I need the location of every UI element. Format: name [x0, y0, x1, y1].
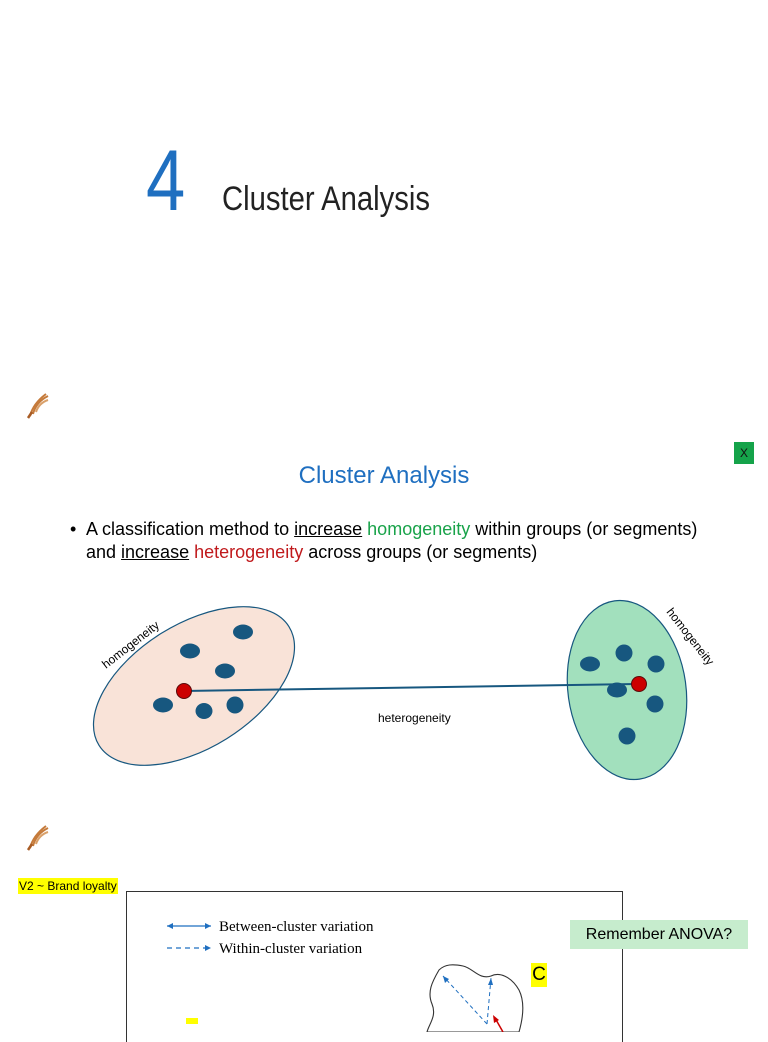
cluster-diagram: homogeneity homogeneity heterogeneity [92, 599, 717, 781]
slide-title: Cluster Analysis [298, 462, 470, 489]
bullet-text-part: A classification method to [86, 519, 295, 539]
legend-between-label: Between-cluster variation [219, 919, 374, 935]
left-cluster-points [153, 624, 253, 719]
bullet-text-part: within groups (or segments) and [86, 519, 698, 562]
legend-within-label: Within-cluster variation [219, 941, 363, 957]
remember-anova-note: Remember ANOVA? [570, 920, 748, 949]
left-cluster-ellipse [92, 606, 296, 766]
pen-annotation-icon[interactable] [26, 390, 52, 425]
bullet-text: A classification method to increase homo… [86, 518, 730, 564]
data-point [646, 695, 664, 713]
variation-figure-svg: Between-cluster variation Within-cluster… [167, 919, 524, 1033]
close-button[interactable]: X [734, 442, 754, 464]
data-point [195, 703, 213, 719]
increase-underlined: increase [121, 542, 190, 562]
arrowhead [205, 945, 211, 951]
centroid-link-line [183, 683, 640, 692]
arrowhead [493, 1015, 499, 1023]
within-arrow [486, 977, 492, 1025]
arrowhead [167, 923, 173, 929]
data-point [215, 663, 235, 679]
highlight-mark [186, 1018, 198, 1024]
left-centroid [176, 683, 192, 699]
heterogeneity-label: heterogeneity [378, 711, 451, 725]
bullet-text-part: across groups (or segments) [303, 542, 538, 562]
arrowhead [443, 976, 449, 983]
data-point [607, 682, 627, 698]
axis-label-brand-loyalty: V2 ~ Brand loyalty [18, 878, 118, 894]
bullet-point: • A classification method to increase ho… [70, 518, 730, 564]
cluster-c-outline [426, 964, 524, 1033]
chapter-number: 4 [146, 133, 186, 229]
data-point [226, 696, 244, 714]
cluster-c-label: C [531, 963, 547, 987]
data-point [180, 643, 200, 659]
data-point [615, 644, 633, 662]
arrowhead [488, 978, 493, 985]
homogeneity-term: homogeneity [367, 519, 471, 539]
chapter-title: Cluster Analysis [222, 180, 431, 218]
right-cluster-points [580, 644, 665, 745]
within-arrow [442, 975, 488, 1025]
heterogeneity-term: heterogeneity [194, 542, 304, 562]
data-point [580, 656, 600, 672]
variation-figure: Between-cluster variation Within-cluster… [126, 891, 623, 1042]
arrowhead [205, 923, 211, 929]
data-point [153, 697, 173, 713]
bullet-marker: • [70, 519, 77, 539]
pen-annotation-icon[interactable] [26, 822, 52, 857]
data-point [647, 655, 665, 673]
data-point [233, 624, 253, 640]
right-centroid [631, 676, 647, 692]
data-point [618, 727, 636, 745]
increase-underlined: increase [294, 519, 363, 539]
